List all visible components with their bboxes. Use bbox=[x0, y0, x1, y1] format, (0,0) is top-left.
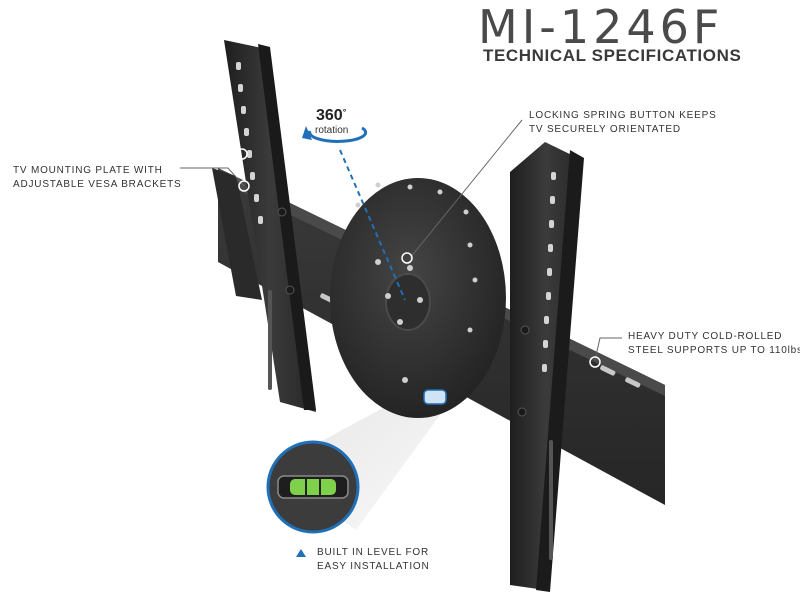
level-housing bbox=[423, 389, 447, 405]
leader-steel-dot bbox=[589, 356, 601, 368]
rotation-arrow-icon bbox=[302, 126, 368, 143]
leader-spring bbox=[409, 119, 523, 259]
leader-vesa bbox=[180, 167, 245, 187]
model-title: MI-1246F bbox=[478, 0, 724, 54]
level-bubble bbox=[290, 479, 336, 495]
disc-holes bbox=[355, 182, 478, 383]
callout-steel-supports: HEAVY DUTY COLD-ROLLED STEEL SUPPORTS UP… bbox=[628, 330, 800, 358]
rotation-axis bbox=[339, 149, 406, 301]
rotation-degrees: 360° bbox=[316, 107, 346, 125]
leader-steel bbox=[594, 337, 622, 361]
callout-spring-button: LOCKING SPRING BUTTON KEEPS TV SECURELY … bbox=[529, 109, 717, 137]
rotation-number: 360 bbox=[316, 107, 343, 124]
leader-vesa-dot bbox=[238, 180, 250, 192]
callout-mounting-plate: TV MOUNTING PLATE WITH ADJUSTABLE VESA B… bbox=[13, 164, 182, 192]
callout-line: TV MOUNTING PLATE WITH bbox=[13, 165, 163, 176]
callout-line: HEAVY DUTY COLD-ROLLED bbox=[628, 331, 783, 342]
callout-line: LOCKING SPRING BUTTON KEEPS bbox=[529, 110, 717, 121]
page-subtitle: TECHNICAL SPECIFICATIONS bbox=[483, 46, 742, 65]
disc-hub bbox=[385, 273, 431, 331]
mounting-bolts bbox=[277, 207, 530, 417]
callout-line: EASY INSTALLATION bbox=[317, 561, 430, 572]
right-arm-holes bbox=[542, 172, 556, 560]
callout-line: ADJUSTABLE VESA BRACKETS bbox=[13, 179, 182, 190]
triangle-icon bbox=[296, 549, 306, 557]
rotation-label: rotation bbox=[315, 125, 349, 136]
callout-line: BUILT IN LEVEL FOR bbox=[317, 547, 430, 558]
left-arm-bracket bbox=[212, 168, 262, 300]
degree-symbol: ° bbox=[342, 107, 347, 117]
callout-built-in-level: BUILT IN LEVEL FOR EASY INSTALLATION bbox=[317, 546, 430, 574]
right-arm-flange bbox=[536, 150, 584, 592]
left-arm-flange bbox=[258, 44, 316, 410]
callout-line: STEEL SUPPORTS UP TO 110lbs bbox=[628, 345, 800, 356]
callout-line: TV SECURELY ORIENTATED bbox=[529, 124, 681, 135]
leader-vesa-dot-top bbox=[236, 148, 248, 160]
leader-spring-dot bbox=[401, 252, 413, 264]
left-arm-holes bbox=[236, 62, 272, 390]
